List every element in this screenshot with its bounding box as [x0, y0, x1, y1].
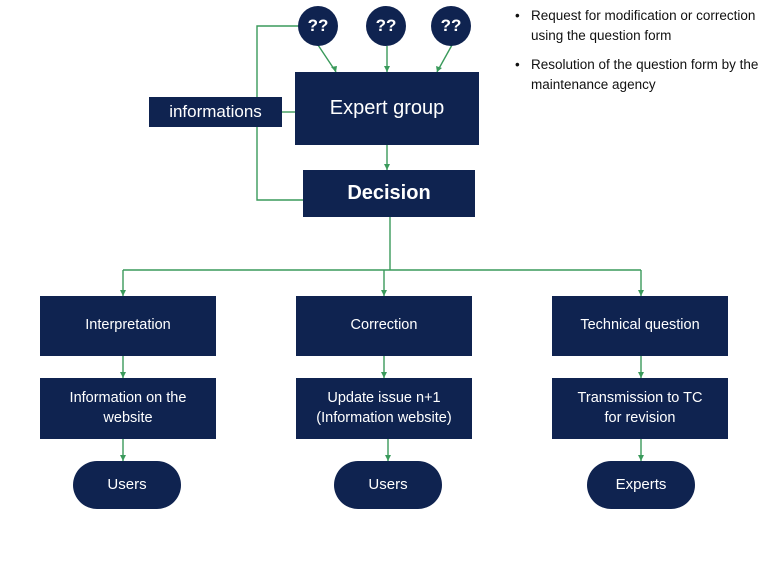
- decision-box: Decision: [303, 170, 475, 217]
- correction-box: Correction: [296, 296, 472, 356]
- expert-group-box: Expert group: [295, 72, 479, 145]
- interpretation-box: Interpretation: [40, 296, 216, 356]
- information-website-box: Information on the website: [40, 378, 216, 439]
- question-mark-circle-2: ??: [366, 6, 406, 46]
- notes-list: • Request for modification or correction…: [515, 6, 765, 104]
- informations-box: informations: [149, 97, 282, 127]
- note-item: • Request for modification or correction…: [515, 6, 765, 45]
- note-item: • Resolution of the question form by the…: [515, 55, 765, 94]
- users-terminal-2: Users: [334, 461, 442, 509]
- question-mark-circle-3: ??: [431, 6, 471, 46]
- transmission-tc-box: Transmission to TC for revision: [552, 378, 728, 439]
- note-text: Resolution of the question form by the m…: [531, 57, 759, 92]
- users-terminal-1: Users: [73, 461, 181, 509]
- question-mark-circle-1: ??: [298, 6, 338, 46]
- experts-terminal: Experts: [587, 461, 695, 509]
- technical-question-box: Technical question: [552, 296, 728, 356]
- note-text: Request for modification or correction u…: [531, 8, 756, 43]
- update-issue-box: Update issue n+1 (Information website): [296, 378, 472, 439]
